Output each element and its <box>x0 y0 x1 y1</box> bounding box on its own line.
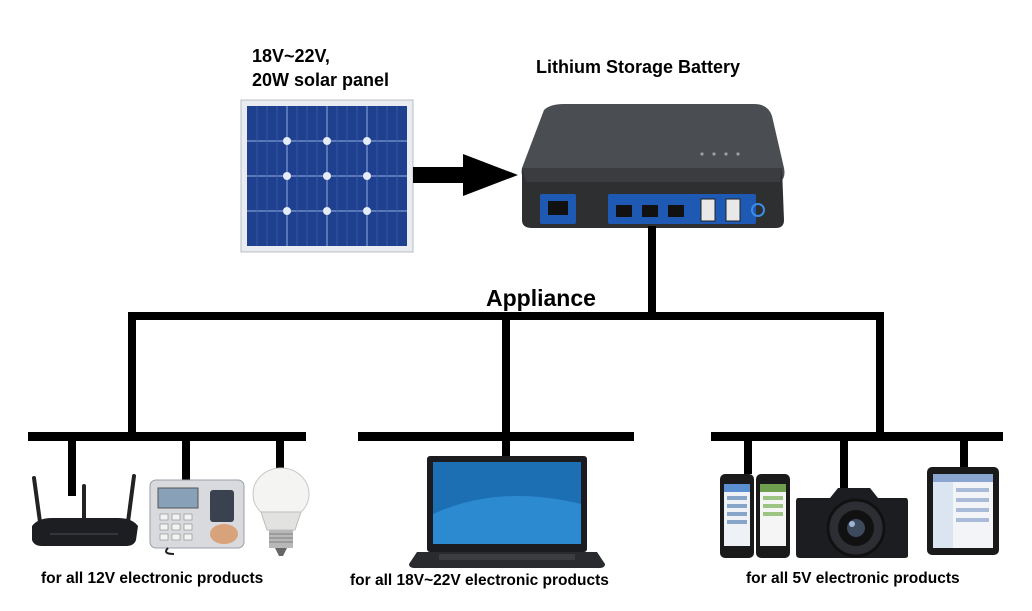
wire-left-bus <box>28 432 306 441</box>
wire-router-drop <box>68 436 76 496</box>
wire-bulb-drop <box>276 436 284 470</box>
arrow-right-icon <box>413 154 518 196</box>
wire-phone-drop <box>744 436 752 474</box>
appliance-label: Appliance <box>486 285 596 311</box>
wire-right-drop <box>876 312 884 436</box>
caption-12v: for all 12V electronic products <box>41 570 264 587</box>
camera-icon <box>796 488 908 558</box>
wire-laptop-drop <box>502 436 510 458</box>
caption-18v-22v: for all 18V~22V electronic products <box>350 572 609 589</box>
laptop-icon <box>409 456 605 568</box>
wire-center-bus <box>358 432 634 441</box>
wire-left-drop <box>128 312 136 436</box>
router-icon <box>32 474 138 546</box>
wire-terminal-drop <box>182 436 190 482</box>
solar-panel-power: 20W solar panel <box>252 70 390 90</box>
smartphone-icon <box>720 474 790 558</box>
led-bulb-icon <box>252 467 310 556</box>
wire-center-drop <box>502 312 510 436</box>
battery-title: Lithium Storage Battery <box>536 57 741 77</box>
solar-panel-label: 18V~22V, 20W solar panel <box>252 44 389 92</box>
tablet-icon <box>927 467 999 555</box>
wire-tablet-drop <box>960 436 968 470</box>
wire-camera-drop <box>840 436 848 488</box>
caption-5v: for all 5V electronic products <box>746 570 960 587</box>
battery-icon <box>521 104 785 228</box>
wire-right-bus <box>711 432 1003 441</box>
solar-panel-icon <box>240 99 414 253</box>
fingerprint-terminal-icon <box>149 479 245 555</box>
solar-panel-voltage: 18V~22V, <box>252 46 330 66</box>
wire-battery-down <box>648 226 656 314</box>
